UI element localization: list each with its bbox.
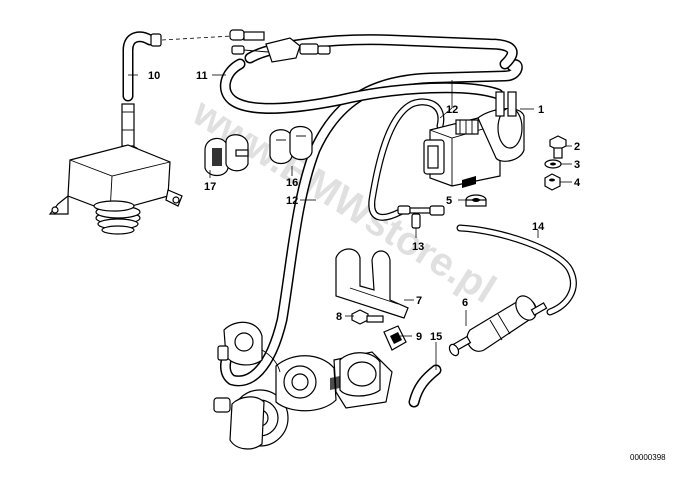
callout-5: 5	[446, 195, 452, 207]
turbocharger	[213, 321, 393, 450]
callout-16: 16	[286, 177, 298, 189]
bolt-8	[351, 309, 384, 325]
callout-7: 7	[416, 295, 422, 307]
callout-6: 6	[462, 297, 468, 309]
callout-10: 10	[148, 70, 160, 82]
vacuum-hose-long	[219, 59, 523, 387]
vacuum-hose-14	[456, 224, 577, 316]
callout-8: 8	[336, 311, 342, 323]
vacuum-hose-11	[219, 58, 504, 114]
grommet-5	[465, 194, 487, 207]
hose-clamp-16	[269, 125, 313, 165]
callout-11: 11	[196, 70, 208, 82]
oil-separator-housing	[48, 103, 183, 235]
callout-labels: 10 11 1 2 3 4 5 12 12 13 14 7 8 9 6 15 1…	[148, 70, 581, 343]
washer-3	[544, 159, 562, 169]
callout-12-lower: 12	[286, 195, 298, 207]
vacuum-hose-15	[408, 364, 442, 408]
diagram-reference-number: 00000398	[630, 453, 666, 462]
hose-connector-upper	[229, 29, 331, 63]
callout-9: 9	[416, 331, 422, 343]
clip-9	[383, 325, 407, 351]
bolt-2	[549, 135, 567, 159]
callout-13: 13	[412, 241, 424, 253]
fuel-filter-6	[448, 295, 548, 357]
callout-15: 15	[430, 331, 442, 343]
nut-4	[544, 173, 561, 191]
leader-dashed	[161, 35, 233, 41]
hose-clamp-17	[204, 134, 249, 177]
callout-2: 2	[574, 141, 580, 153]
callout-4: 4	[574, 177, 581, 189]
elbow-hose-10	[122, 31, 162, 102]
vacuum-hose-12-upper	[368, 98, 445, 221]
callout-3: 3	[574, 159, 580, 171]
bracket-7	[335, 248, 409, 319]
spring-coil	[93, 200, 141, 235]
callout-14: 14	[532, 221, 545, 233]
callout-1: 1	[538, 104, 544, 116]
leader-lines	[128, 74, 572, 370]
callout-12-upper: 12	[446, 104, 458, 116]
pressure-converter	[423, 91, 525, 188]
t-connector-13	[397, 205, 445, 229]
callout-17: 17	[204, 181, 216, 193]
